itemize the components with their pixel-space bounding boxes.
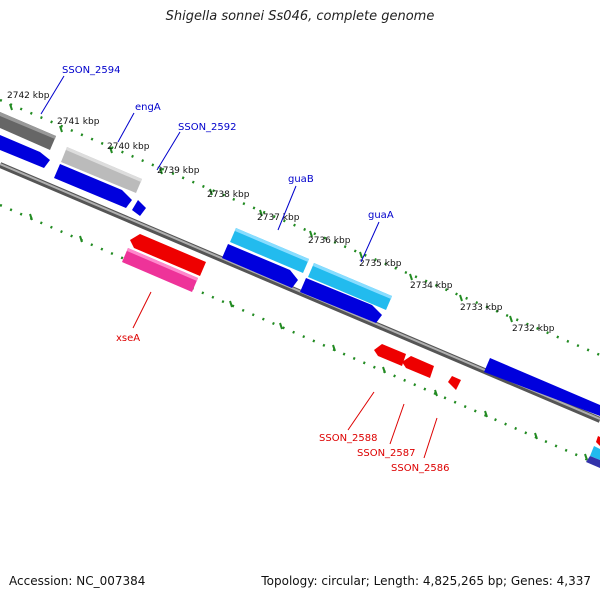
gene-label: engA xyxy=(135,102,161,113)
gene-label: SSON_2594 xyxy=(62,65,121,76)
forward-features xyxy=(0,112,600,468)
label-leaders xyxy=(40,75,438,459)
scale-label: 2738 kbp xyxy=(207,190,250,200)
gene-arrow-red xyxy=(374,344,406,366)
leader-line xyxy=(423,417,438,459)
leader-line xyxy=(347,391,375,431)
tick-mark xyxy=(484,410,488,418)
gene-arrow-blue xyxy=(586,456,600,468)
tick-mark xyxy=(279,322,283,330)
gene-feature-pink-highlight xyxy=(127,248,198,281)
gene-label: SSON_2587 xyxy=(357,448,416,459)
tick-mark xyxy=(584,453,588,461)
scale-label: 2736 kbp xyxy=(308,236,351,246)
tick-mark xyxy=(382,366,386,374)
accession-text: Accession: NC_007384 xyxy=(9,574,146,588)
tick-mark xyxy=(9,103,13,111)
scale-label: 2740 kbp xyxy=(107,142,150,152)
tick-mark xyxy=(209,188,213,196)
tick-mark xyxy=(459,294,463,302)
tick-mark xyxy=(159,167,163,175)
gene-labels: SSON_2594 engA SSON_2592 guaB guaA xseA … xyxy=(62,65,450,474)
gene-arrow-red xyxy=(130,234,206,276)
gene-arrow-blue xyxy=(0,135,50,168)
genome-summary-text: Topology: circular; Length: 4,825,265 bp… xyxy=(261,574,591,588)
reverse-features xyxy=(122,234,600,446)
gene-label: xseA xyxy=(116,333,140,344)
tick-mark xyxy=(59,125,63,133)
outer-ticks xyxy=(9,103,513,323)
leader-line xyxy=(156,131,181,171)
gene-feature-grey-light xyxy=(61,147,142,193)
gene-feature-cyan-highlight xyxy=(313,263,392,299)
leader-line xyxy=(277,185,297,231)
scale-label: 2741 kbp xyxy=(57,117,100,127)
gene-label: SSON_2592 xyxy=(178,122,237,133)
tick-mark xyxy=(109,146,113,154)
leader-line xyxy=(389,403,405,445)
scale-label: 2737 kbp xyxy=(257,213,300,223)
scale-labels: 2742 kbp 2741 kbp 2740 kbp 2739 kbp 2738… xyxy=(7,91,555,334)
gene-arrow-red xyxy=(596,436,600,446)
tick-mark xyxy=(409,273,413,281)
tick-mark xyxy=(229,300,233,308)
scale-label: 2735 kbp xyxy=(359,259,402,269)
scale-label: 2739 kbp xyxy=(157,166,200,176)
tick-mark xyxy=(332,344,336,352)
gene-arrow-blue xyxy=(222,244,298,288)
gene-arrow-red xyxy=(402,356,434,378)
leader-line xyxy=(132,291,152,329)
scale-label: 2742 kbp xyxy=(7,91,50,101)
gene-label: guaB xyxy=(288,174,314,185)
scale-label: 2733 kbp xyxy=(460,303,503,313)
gene-arrow-red xyxy=(448,376,461,390)
gene-feature-grey-dark-highlight xyxy=(0,112,56,139)
tick-mark xyxy=(259,209,263,217)
tick-mark xyxy=(79,235,83,243)
gene-feature-cyan xyxy=(308,263,392,310)
gene-feature-cyan-highlight xyxy=(235,228,309,262)
tick-mark xyxy=(509,315,513,323)
gene-label: SSON_2588 xyxy=(319,433,378,444)
inner-dotted-guide xyxy=(0,203,600,467)
gene-arrow-blue xyxy=(484,358,600,416)
gene-feature-cyan xyxy=(590,446,600,460)
gene-arrow-blue xyxy=(54,164,132,208)
gene-label: SSON_2586 xyxy=(391,463,450,474)
leader-line xyxy=(360,221,380,263)
tick-mark xyxy=(359,251,363,259)
gene-feature-grey-light-highlight xyxy=(66,147,142,182)
gene-label: guaA xyxy=(368,210,394,221)
scale-label: 2732 kbp xyxy=(512,324,555,334)
tick-mark xyxy=(434,389,438,397)
tick-mark xyxy=(29,213,33,221)
tick-mark xyxy=(534,432,538,440)
leader-line xyxy=(40,75,65,115)
gene-feature-pink xyxy=(122,248,198,292)
leader-line xyxy=(117,112,135,143)
tick-mark xyxy=(309,230,313,238)
gene-arrow-blue xyxy=(132,200,146,216)
map-title: Shigella sonnei Ss046, complete genome xyxy=(165,9,435,24)
gene-arrow-blue xyxy=(300,278,382,323)
inner-ticks xyxy=(29,213,588,461)
scale-label: 2734 kbp xyxy=(410,281,453,291)
gene-feature-cyan xyxy=(230,228,309,273)
